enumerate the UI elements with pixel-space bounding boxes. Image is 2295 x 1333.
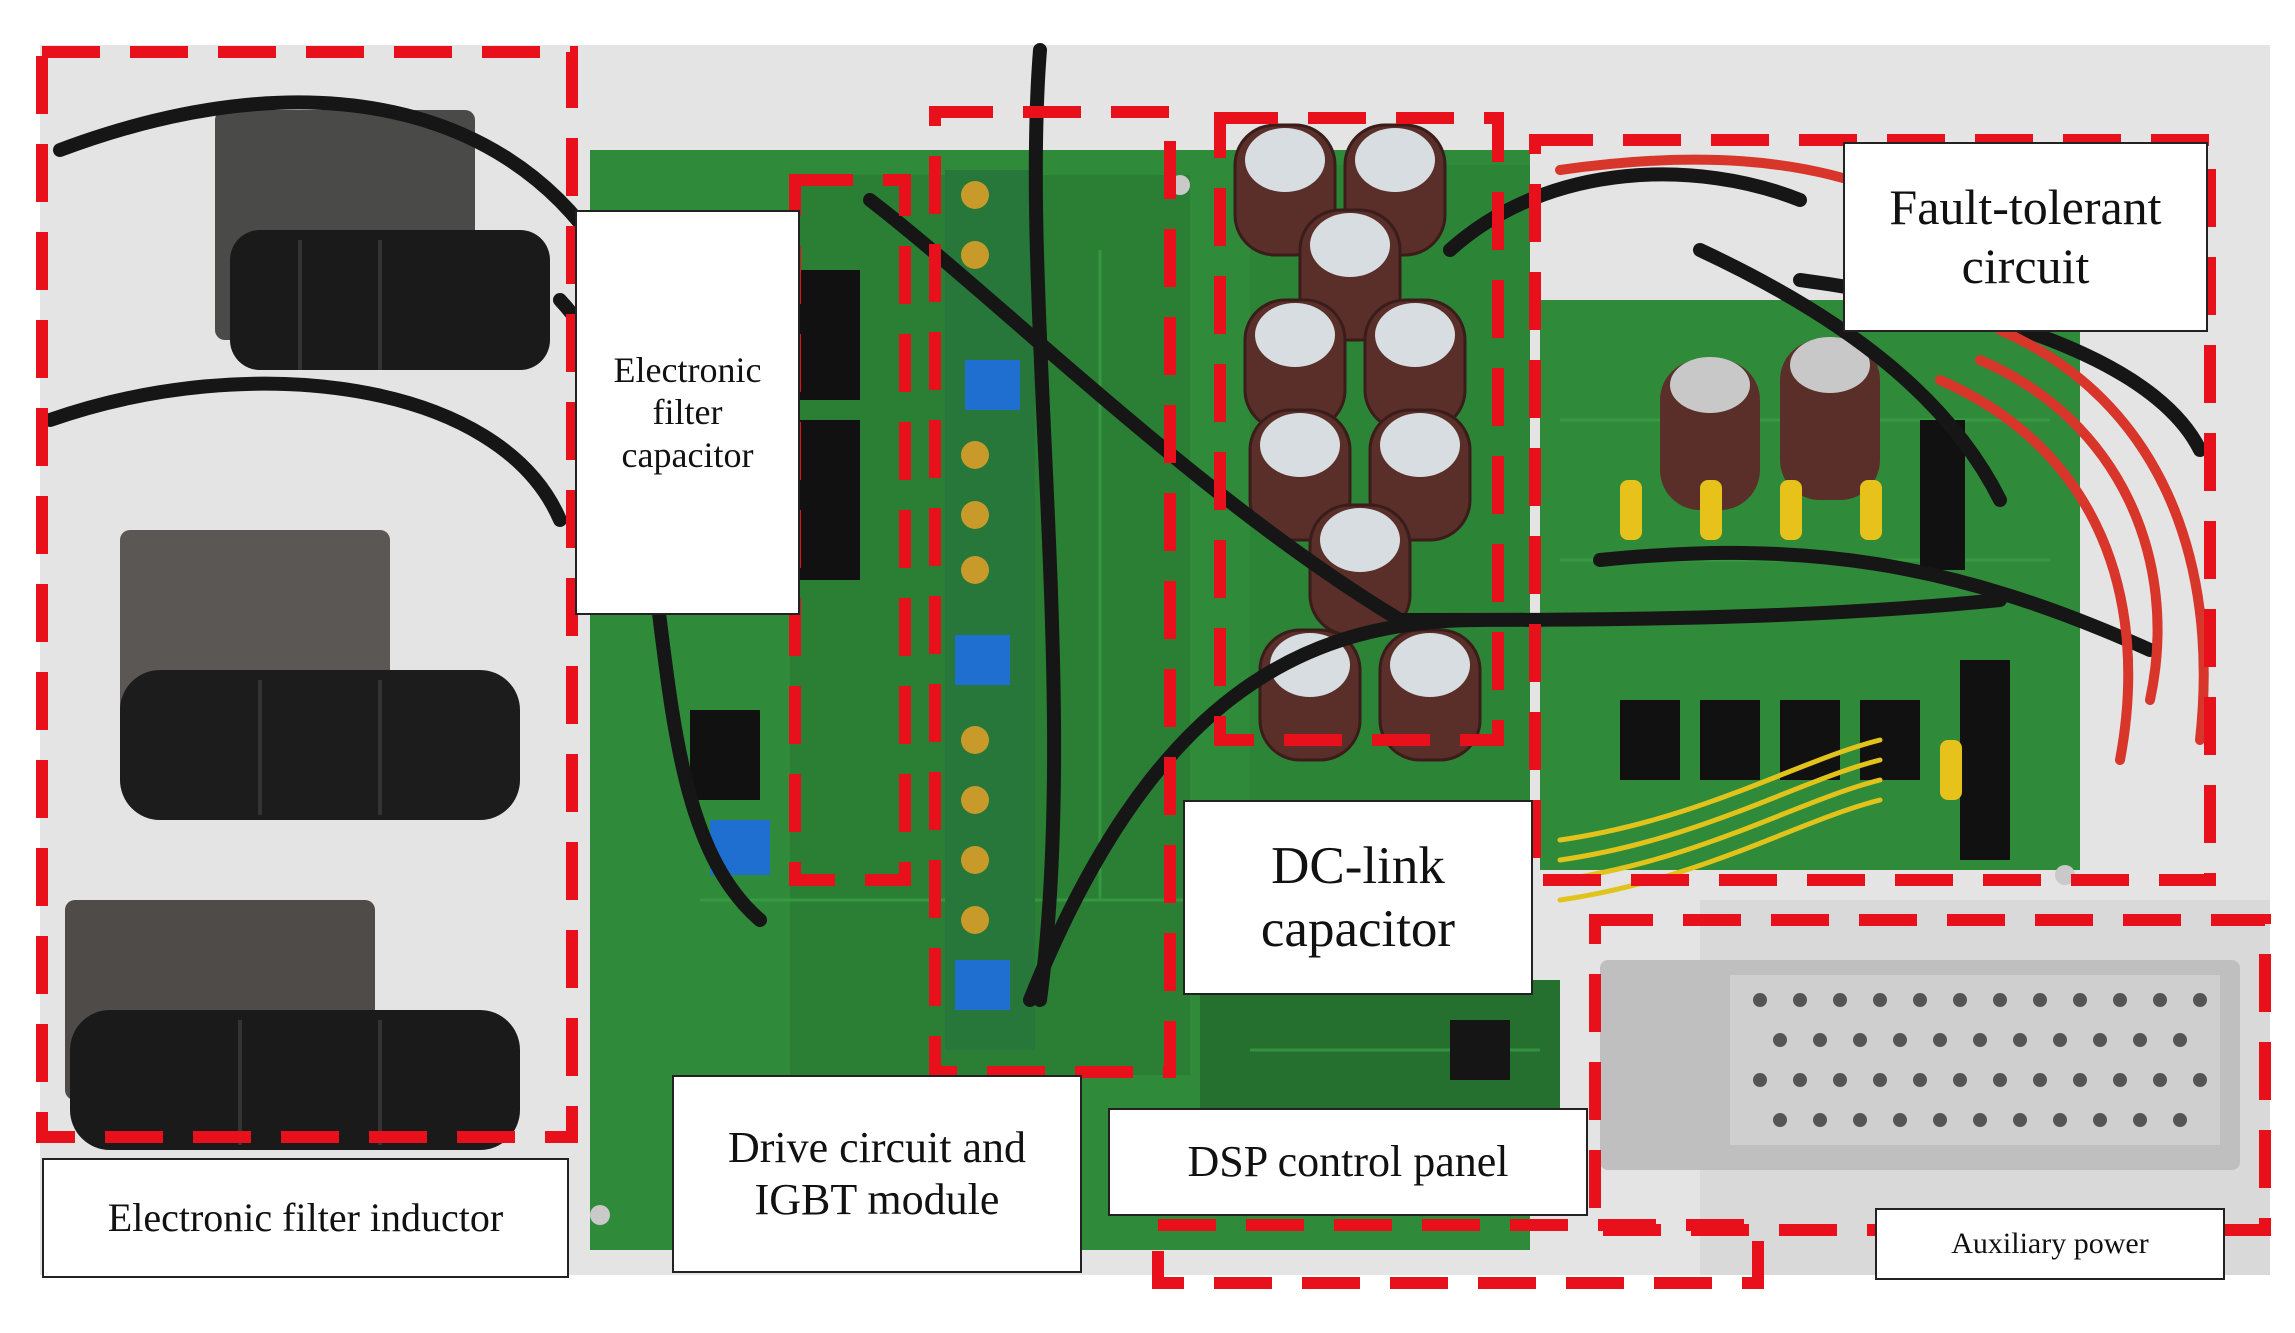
inductor-region-box [36,46,578,1143]
label-dc-link-capacitor: DC-link capacitor [1183,800,1533,995]
drive-circuit-region-box [929,106,1176,1078]
dc-link-capacitors [1233,123,1482,762]
filter-inductors [65,110,550,1150]
dsp-chip [1450,1020,1510,1080]
label-auxiliary-power: Auxiliary power [1875,1208,2225,1280]
label-electronic-filter-capacitor: Electronic filter capacitor [575,210,800,615]
auxiliary-power-unit [1600,960,2240,1170]
label-dsp-control-panel: DSP control panel [1108,1108,1588,1216]
fault-tolerant-parts [1620,337,2010,860]
label-fault-tolerant-circuit: Fault-tolerant circuit [1843,142,2208,332]
dc-link-region-box [1214,112,1504,746]
drive-modules [690,170,1035,1050]
dsp-region-box [1152,1219,1764,1289]
label-drive-circuit-igbt: Drive circuit and IGBT module [672,1075,1082,1273]
auxiliary-power-region-box [1589,914,2271,1236]
label-electronic-filter-inductor: Electronic filter inductor [42,1158,569,1278]
